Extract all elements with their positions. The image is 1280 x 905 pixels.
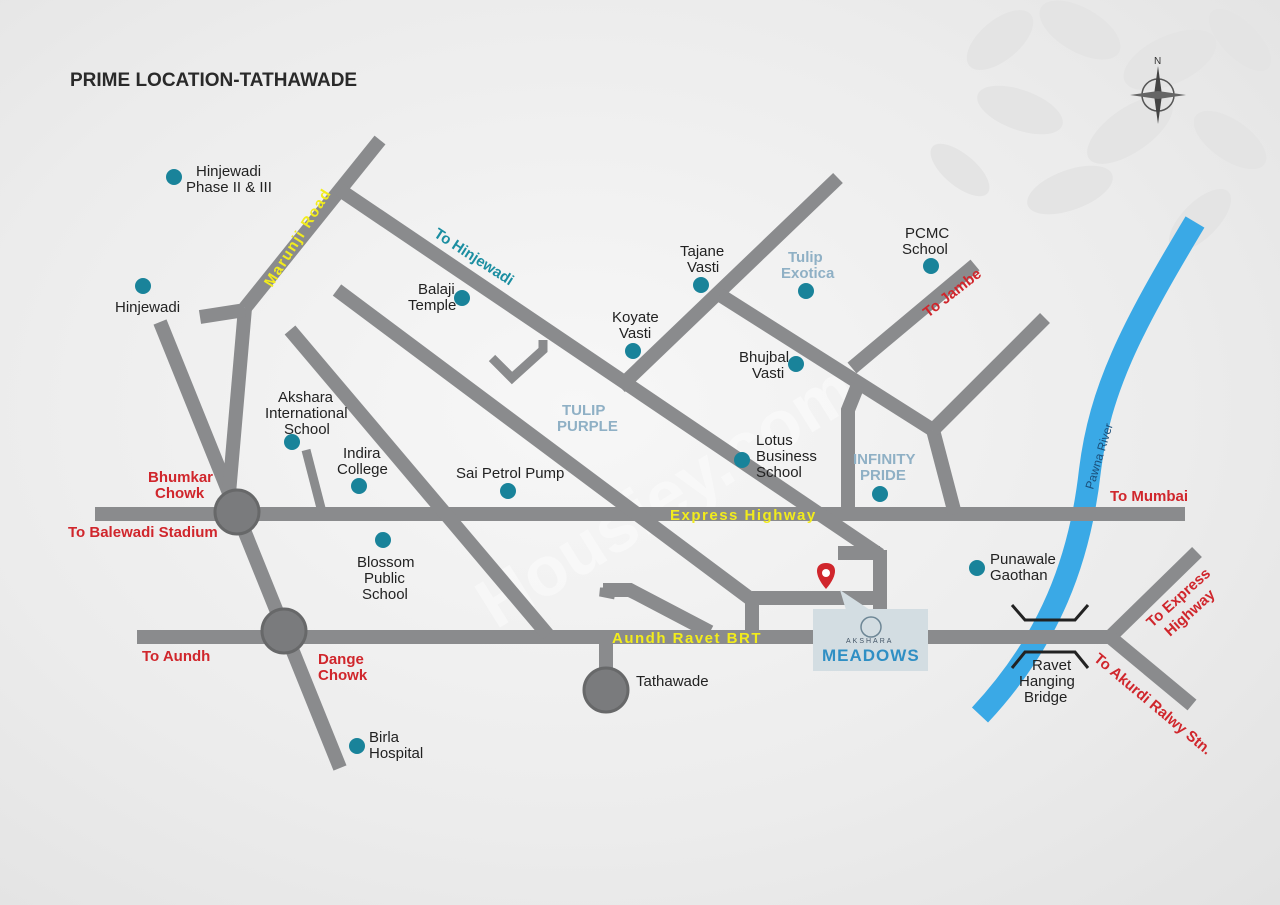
akshara-meadows-callout [813,609,928,671]
svg-text:Bridge: Bridge [1024,689,1067,706]
marunji-road [239,135,386,313]
svg-text:Vasti: Vasti [687,259,719,276]
svg-text:Exotica: Exotica [781,265,835,282]
poi-bhujbal-vasti: Bhujbal Vasti [739,349,804,382]
svg-text:Birla: Birla [369,729,400,746]
svg-text:Gaothan: Gaothan [990,567,1048,584]
akshara-meadows-marker[interactable]: AKSHARA MEADOWS [813,563,928,671]
compass-icon: N [1130,56,1186,124]
bridge-marker-bottom [1010,650,1090,669]
svg-text:Punawale: Punawale [990,551,1056,568]
poi-akshara-school: Akshara International School [265,389,348,450]
svg-text:Tajane: Tajane [680,243,724,260]
page-title: PRIME LOCATION-TATHAWADE [70,70,357,91]
svg-text:Vasti: Vasti [619,325,651,342]
to-mumbai-label: To Mumbai [1110,488,1188,505]
bridge-marker-top [1010,604,1090,622]
brand-small-label: AKSHARA [846,638,893,645]
svg-text:Vasti: Vasti [752,365,784,382]
svg-text:Hanging: Hanging [1019,673,1075,690]
poi-birla-hospital: Birla Hospital [349,729,423,762]
dange-chowk-label-2: Chowk [318,667,368,684]
svg-text:Temple: Temple [408,297,456,314]
svg-text:International: International [265,405,348,422]
svg-text:Phase II & III: Phase II & III [186,179,272,196]
svg-text:INFINITY: INFINITY [853,451,916,468]
bhumkar-chowk-label-1: Bhumkar [148,469,213,486]
svg-text:Sai Petrol Pump: Sai Petrol Pump [456,465,564,482]
express-highway-label: Express Highway [670,507,817,524]
svg-text:Blossom: Blossom [357,554,415,571]
svg-text:Balaji: Balaji [418,281,455,298]
svg-text:Hospital: Hospital [369,745,423,762]
svg-text:PRIDE: PRIDE [860,467,906,484]
project-infinity-pride: INFINITY PRIDE [853,451,916,502]
svg-text:Hinjewadi: Hinjewadi [115,299,180,316]
poi-hinjewadi-phase: Hinjewadi Phase II & III [166,163,272,196]
hinjewadi-road [336,184,884,561]
svg-text:Business: Business [756,448,817,465]
to-aundh-label: To Aundh [142,648,210,665]
poi-ravet-hanging-bridge: Ravet Hanging Bridge [1019,657,1075,706]
marunji-road-label: Marunji Road [261,185,335,290]
bhumkar-chowk-node [213,488,261,536]
svg-text:Koyate: Koyate [612,309,659,326]
dange-chowk-label-1: Dange [318,651,364,668]
bhumkar-chowk-label-2: Chowk [155,485,205,502]
svg-text:Lotus: Lotus [756,432,793,449]
poi-punawale-gaothan: Punawale Gaothan [969,551,1056,584]
poi-hinjewadi: Hinjewadi [115,278,180,316]
svg-text:School: School [902,241,948,258]
svg-text:Tulip: Tulip [788,249,823,266]
poi-blossom-school: Blossom Public School [357,532,415,603]
svg-text:School: School [756,464,802,481]
poi-sai-petrol-pump: Sai Petrol Pump [456,465,564,499]
poi-indira-college: Indira College [337,445,388,494]
leaf-pattern-decoration [930,0,1272,252]
to-balewadi-label: To Balewadi Stadium [68,524,218,541]
svg-text:School: School [284,421,330,438]
brand-main-label: MEADOWS [822,646,920,665]
svg-text:Hinjewadi: Hinjewadi [196,163,261,180]
poi-koyate-vasti: Koyate Vasti [612,309,659,359]
poi-tajane-vasti: Tajane Vasti [680,243,724,293]
project-tulip-exotica: Tulip Exotica [781,249,835,299]
compass-north-label: N [1154,56,1161,67]
dange-chowk-road [153,319,347,771]
svg-text:TULIP: TULIP [562,402,605,419]
poi-balaji-temple: Balaji Temple [408,281,470,314]
project-tulip-purple: TULIP PURPLE [557,402,618,435]
svg-text:Ravet: Ravet [1032,657,1072,674]
tathawade-node [582,666,630,714]
aundh-ravet-brt-label: Aundh Ravet BRT [612,630,762,647]
svg-text:College: College [337,461,388,478]
dange-chowk-node [260,607,308,655]
poi-pcmc-school: PCMC School [902,225,949,274]
svg-text:PCMC: PCMC [905,225,949,242]
svg-text:School: School [362,586,408,603]
svg-text:Akshara: Akshara [278,389,334,406]
tree-logo-icon [860,616,882,638]
tathawade-label: Tathawade [636,673,709,690]
svg-text:Bhujbal: Bhujbal [739,349,789,366]
svg-text:Public: Public [364,570,405,587]
poi-lotus-business-school: Lotus Business School [734,432,817,481]
svg-text:PURPLE: PURPLE [557,418,618,435]
svg-text:Indira: Indira [343,445,381,462]
